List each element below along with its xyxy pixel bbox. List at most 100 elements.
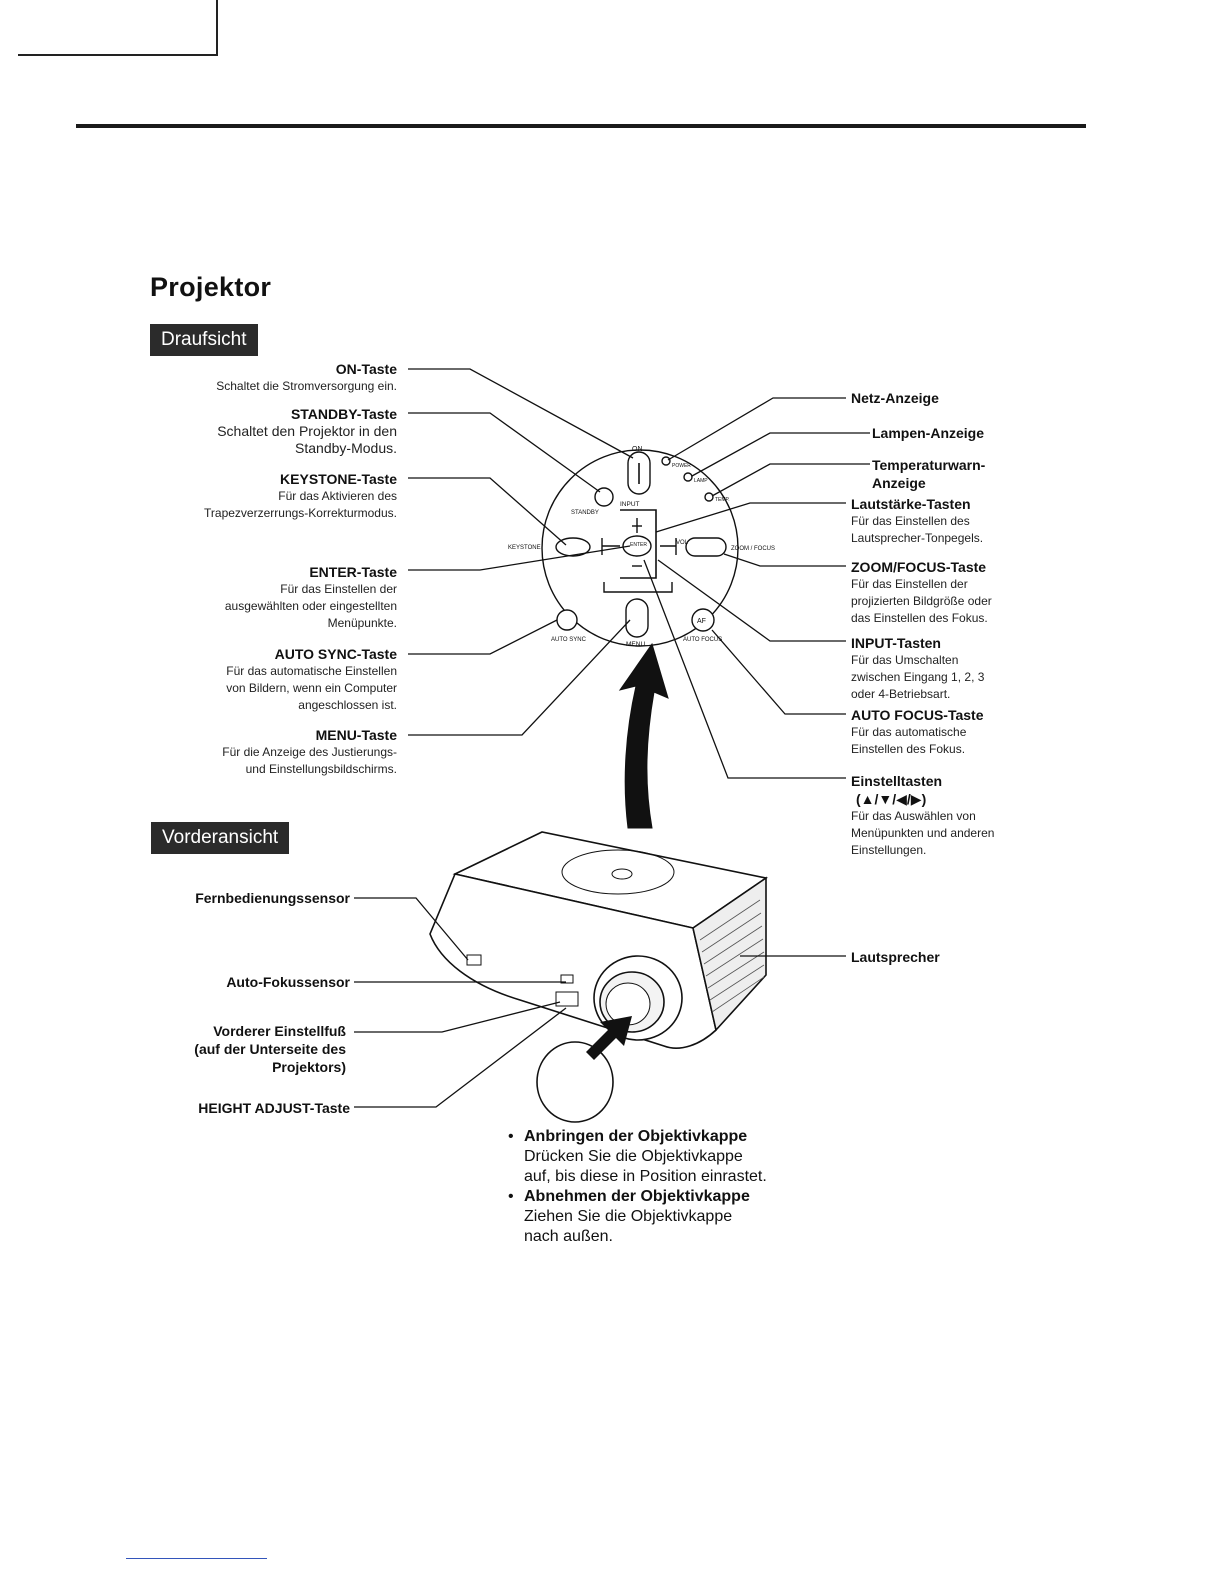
label-adjustment-buttons: Einstelltasten (▲/▼/◀/▶) Für das Auswähl… bbox=[851, 772, 994, 859]
label-front-foot: Vorderer Einstellfuß (auf der Unterseite… bbox=[194, 1022, 346, 1076]
label-speaker: Lautsprecher bbox=[851, 948, 940, 966]
label-zoom-focus-button: ZOOM/FOCUS-Taste Für das Einstellen der … bbox=[851, 558, 992, 627]
label-desc: Schaltet den Projektor in den bbox=[217, 423, 397, 439]
label-desc: Für das Einstellen der bbox=[280, 582, 397, 596]
label-title: Lautsprecher bbox=[851, 949, 940, 965]
projector-body bbox=[429, 831, 769, 1049]
panel-text-auto-sync: AUTO SYNC bbox=[551, 637, 587, 643]
label-desc: Menüpunkte. bbox=[327, 616, 397, 630]
front-view-leader-lines bbox=[354, 897, 846, 1108]
standby-button-shape bbox=[594, 487, 614, 507]
keystone-button-shape bbox=[555, 537, 591, 557]
label-title: Lampen-Anzeige bbox=[872, 425, 985, 441]
label-title: AUTO FOCUS-Taste bbox=[851, 707, 984, 723]
label-enter-button: ENTER-Taste Für das Einstellen der ausge… bbox=[225, 563, 397, 632]
label-desc: Für die Anzeige des Justierungs- bbox=[222, 745, 397, 759]
top-view-leader-lines bbox=[408, 368, 870, 779]
panel-text-enter: ENTER bbox=[630, 542, 647, 548]
panel-text-power: POWER bbox=[672, 463, 691, 469]
label-desc: Standby-Modus. bbox=[295, 440, 397, 456]
label-desc: projizierten Bildgröße oder bbox=[851, 594, 992, 608]
panel-text-af: AF bbox=[697, 618, 706, 625]
lens-cap-attach-note: • Anbringen der Objektivkappe Drücken Si… bbox=[508, 1127, 767, 1187]
label-title-2: Anzeige bbox=[872, 475, 926, 491]
menu-button-shape bbox=[625, 598, 649, 638]
page-title: Projektor bbox=[150, 272, 272, 302]
footer-link-rule bbox=[126, 1558, 267, 1559]
header-rule bbox=[76, 124, 1086, 128]
label-desc: und Einstellungsbildschirms. bbox=[245, 762, 397, 776]
label-title: HEIGHT ADJUST-Taste bbox=[198, 1100, 350, 1116]
panel-text-input: INPUT bbox=[620, 501, 640, 508]
label-title: AUTO SYNC-Taste bbox=[274, 646, 397, 662]
temp-indicator-shape bbox=[704, 492, 714, 502]
label-title: INPUT-Tasten bbox=[851, 635, 941, 651]
panel-text-temp: TEMP. bbox=[715, 497, 730, 503]
lens-cap-notes: • Anbringen der Objektivkappe Drücken Si… bbox=[508, 1127, 767, 1247]
label-height-adjust: HEIGHT ADJUST-Taste bbox=[198, 1099, 350, 1117]
label-volume-buttons: Lautstärke-Tasten Für das Einstellen des… bbox=[851, 495, 983, 547]
auto-sync-button-shape bbox=[556, 609, 578, 631]
panel-text-auto-focus: AUTO FOCUS bbox=[683, 637, 722, 643]
label-af-sensor: Auto-Fokussensor bbox=[226, 973, 350, 991]
label-desc: Für das Auswählen von bbox=[851, 809, 976, 823]
label-title: Vorderer Einstellfuß bbox=[213, 1023, 346, 1039]
bullet-icon: • bbox=[508, 1188, 514, 1205]
auto-focus-button-shape bbox=[691, 608, 715, 632]
label-power-indicator: Netz-Anzeige bbox=[851, 389, 939, 407]
section-tag-top-view: Draufsicht bbox=[150, 324, 258, 356]
label-on-button: ON-Taste Schaltet die Stromversorgung ei… bbox=[216, 360, 397, 395]
label-desc: Lautsprecher-Tonpegels. bbox=[851, 531, 984, 545]
label-remote-sensor: Fernbedienungssensor bbox=[195, 889, 350, 907]
label-desc: Für das Einstellen der bbox=[851, 577, 968, 591]
label-title: ZOOM/FOCUS-Taste bbox=[851, 559, 987, 575]
view-direction-arrow bbox=[618, 642, 669, 829]
label-desc: Für das Aktivieren des bbox=[278, 489, 397, 503]
note-body: nach außen. bbox=[524, 1228, 613, 1245]
lens-cap-remove-note: • Abnehmen der Objektivkappe Ziehen Sie … bbox=[508, 1187, 767, 1247]
panel-text-standby: STANDBY bbox=[571, 510, 599, 516]
panel-text-zoom-focus: ZOOM / FOCUS bbox=[731, 546, 775, 552]
label-title: STANDBY-Taste bbox=[290, 406, 397, 422]
label-desc: Für das Einstellen des bbox=[851, 514, 970, 528]
label-auto-sync-button: AUTO SYNC-Taste Für das automatische Ein… bbox=[226, 645, 397, 714]
label-lamp-indicator: Lampen-Anzeige bbox=[872, 424, 984, 442]
power-indicator-shape bbox=[661, 456, 671, 466]
label-desc: Schaltet die Stromversorgung ein. bbox=[216, 379, 397, 393]
note-body: Ziehen Sie die Objektivkappe bbox=[524, 1208, 733, 1225]
label-desc: Für das automatische bbox=[851, 725, 967, 739]
label-desc: angeschlossen ist. bbox=[298, 698, 397, 712]
control-panel bbox=[541, 449, 739, 647]
bullet-icon: • bbox=[508, 1128, 514, 1145]
page-corner-frame bbox=[18, 0, 218, 56]
push-arrow bbox=[586, 1016, 632, 1060]
label-desc: Einstellen des Fokus. bbox=[851, 742, 966, 756]
label-desc: ausgewählten oder eingestellten bbox=[224, 599, 397, 613]
label-desc: Für das automatische Einstellen bbox=[226, 664, 397, 678]
label-desc: das Einstellen des Fokus. bbox=[851, 611, 988, 625]
note-heading: Abnehmen der Objektivkappe bbox=[524, 1188, 750, 1205]
label-title: (auf der Unterseite des bbox=[194, 1041, 346, 1057]
label-title: Temperaturwarn- bbox=[872, 457, 986, 473]
label-desc: Menüpunkten und anderen bbox=[851, 826, 995, 840]
panel-text-vol: VOL bbox=[676, 540, 689, 546]
enter-button-shape bbox=[622, 535, 652, 557]
label-title: Lautstärke-Tasten bbox=[851, 496, 971, 512]
lamp-indicator-shape bbox=[683, 472, 693, 482]
lens-cap bbox=[536, 1041, 614, 1123]
label-auto-focus-button: AUTO FOCUS-Taste Für das automatische Ei… bbox=[851, 706, 984, 758]
panel-text-menu: MENU bbox=[626, 641, 645, 648]
note-body: Drücken Sie die Objektivkappe bbox=[524, 1148, 743, 1165]
section-tag-front-view: Vorderansicht bbox=[151, 822, 290, 854]
note-body: auf, bis diese in Position einrastet. bbox=[524, 1168, 767, 1185]
label-title: Netz-Anzeige bbox=[851, 390, 939, 406]
zoom-focus-button-shape bbox=[685, 537, 727, 557]
label-title: Projektors) bbox=[272, 1059, 346, 1075]
label-desc: Einstellungen. bbox=[851, 843, 927, 857]
label-title: Einstelltasten bbox=[851, 773, 943, 789]
label-keystone-button: KEYSTONE-Taste Für das Aktivieren des Tr… bbox=[204, 470, 397, 522]
label-title: Fernbedienungssensor bbox=[195, 890, 350, 906]
label-temp-indicator: Temperaturwarn- Anzeige bbox=[872, 456, 985, 492]
label-desc: zwischen Eingang 1, 2, 3 bbox=[851, 670, 985, 684]
